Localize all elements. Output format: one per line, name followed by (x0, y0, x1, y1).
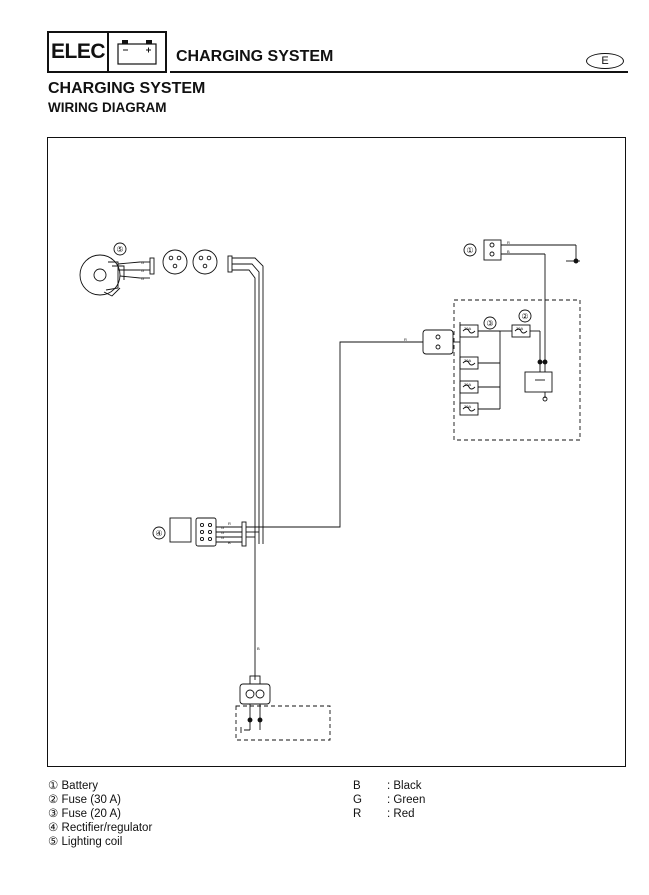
callout-4-label: ④ (155, 529, 162, 538)
callout-5 (113, 242, 127, 256)
component-legend: ① Battery ② Fuse (30 A) ③ Fuse (20 A) ④ … (48, 779, 152, 849)
lighting-coil (79, 254, 141, 297)
diagram-frame (47, 137, 626, 767)
battery-pos-code: R (507, 240, 510, 245)
reg-wire-code-2: G (221, 530, 224, 535)
color-green: G: Green (353, 794, 426, 806)
battery-icon (109, 33, 165, 71)
header-rule (170, 71, 628, 73)
language-badge: E (586, 53, 624, 69)
header-title: CHARGING SYSTEM (176, 48, 334, 65)
fuse-20a-code-3: 20A (464, 382, 471, 387)
legend-item-battery: ① Battery (48, 780, 98, 792)
callout-3-label: ③ (486, 319, 493, 328)
callout-2 (518, 309, 532, 323)
section-code: ELEC (49, 33, 109, 71)
callout-1 (463, 243, 477, 257)
color-black: B: Black (353, 780, 422, 792)
callout-2-label: ② (521, 312, 528, 321)
color-red: R: Red (353, 808, 415, 820)
section-title: CHARGING SYSTEM (48, 80, 206, 97)
coil-wire-code-2: G (141, 268, 144, 273)
callout-5-label: ⑤ (116, 245, 123, 254)
battery-neg-code: B (507, 249, 510, 254)
callout-1-label: ① (466, 246, 473, 255)
legend-item-rectifier: ④ Rectifier/regulator (48, 822, 153, 834)
battery (483, 239, 580, 360)
ground-wire (235, 544, 331, 741)
legend-item-fuse-30a: ② Fuse (30 A) (48, 794, 121, 806)
coil-harness (232, 257, 264, 544)
fuse-box (422, 299, 581, 441)
ground-wire-code: B (257, 646, 260, 651)
wire-color-legend: B: Black G: Green R: Red (353, 779, 425, 821)
section-subtitle: WIRING DIAGRAM (48, 100, 167, 115)
fuse-20a-code-2: 20A (464, 358, 471, 363)
legend-item-fuse-20a: ③ Fuse (20 A) (48, 808, 121, 820)
reg-side-code-b: B (228, 540, 231, 545)
legend-item-lighting-coil: ⑤ Lighting coil (48, 836, 123, 848)
fuse-20a-code-1: 20A (464, 326, 471, 331)
fuse-box-feed-code: R (404, 337, 407, 342)
callout-4 (152, 526, 166, 540)
fuse-20a-code-4: 20A (464, 404, 471, 409)
fuse-30a-code: 30A (516, 326, 523, 331)
reg-side-code-r: R (228, 521, 231, 526)
regulator-red-wire (246, 341, 423, 528)
coil-wire-code-3: G (141, 276, 144, 281)
callout-3 (483, 316, 497, 330)
section-header-box: ELEC (47, 31, 167, 73)
coil-wire-code-1: G (141, 260, 144, 265)
reg-wire-code-1: G (221, 525, 224, 530)
reg-wire-code-3: G (221, 535, 224, 540)
rectifier-regulator (169, 517, 263, 547)
coil-connector (140, 249, 233, 279)
